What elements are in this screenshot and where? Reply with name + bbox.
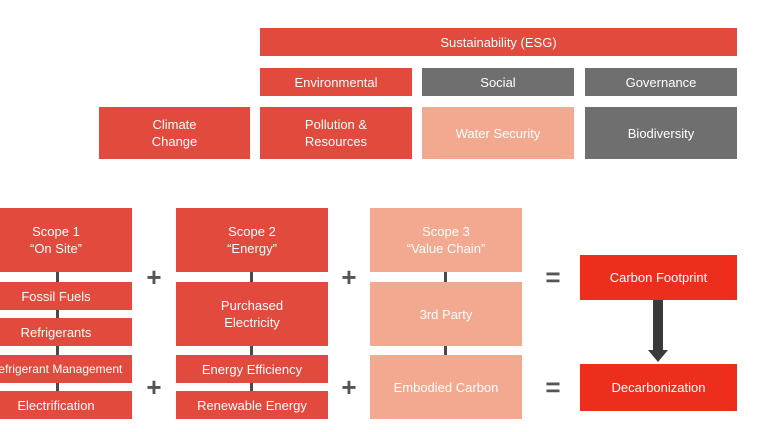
topic-climate-change: Climate Change [99,107,250,159]
scope3-third-party: 3rd Party [370,282,522,346]
scope2-header: Scope 2 “Energy” [176,208,328,272]
scope1-header: Scope 1 “On Site” [0,208,132,272]
scope1-refrigerants: Refrigerants [0,318,132,346]
plus-operator: + [341,372,357,402]
scope3-header: Scope 3 “Value Chain” [370,208,522,272]
plus-operator: + [341,262,357,292]
esg-title: Sustainability (ESG) [260,28,737,56]
topic-biodiversity: Biodiversity [585,107,737,159]
down-arrow-icon [653,300,663,350]
scope1-fossil-fuels: Fossil Fuels [0,282,132,310]
plus-operator: + [146,262,162,292]
pillar-environmental: Environmental [260,68,412,96]
plus-operator: + [146,372,162,402]
scope1-refrigerant-management: Refrigerant Management [0,355,132,383]
carbon-footprint-box: Carbon Footprint [580,255,737,300]
equals-operator: = [545,372,561,402]
scope2-energy-efficiency: Energy Efficiency [176,355,328,383]
equals-operator: = [545,262,561,292]
scope2-renewable-energy: Renewable Energy [176,391,328,419]
topic-water-security: Water Security [422,107,574,159]
down-arrow-head [648,350,668,362]
scope2-purchased-electricity: Purchased Electricity [176,282,328,346]
pillar-governance: Governance [585,68,737,96]
scope1-electrification: Electrification [0,391,132,419]
scope3-embodied-carbon: Embodied Carbon [370,355,522,419]
decarbonization-box: Decarbonization [580,364,737,411]
pillar-social: Social [422,68,574,96]
topic-pollution-resources: Pollution & Resources [260,107,412,159]
